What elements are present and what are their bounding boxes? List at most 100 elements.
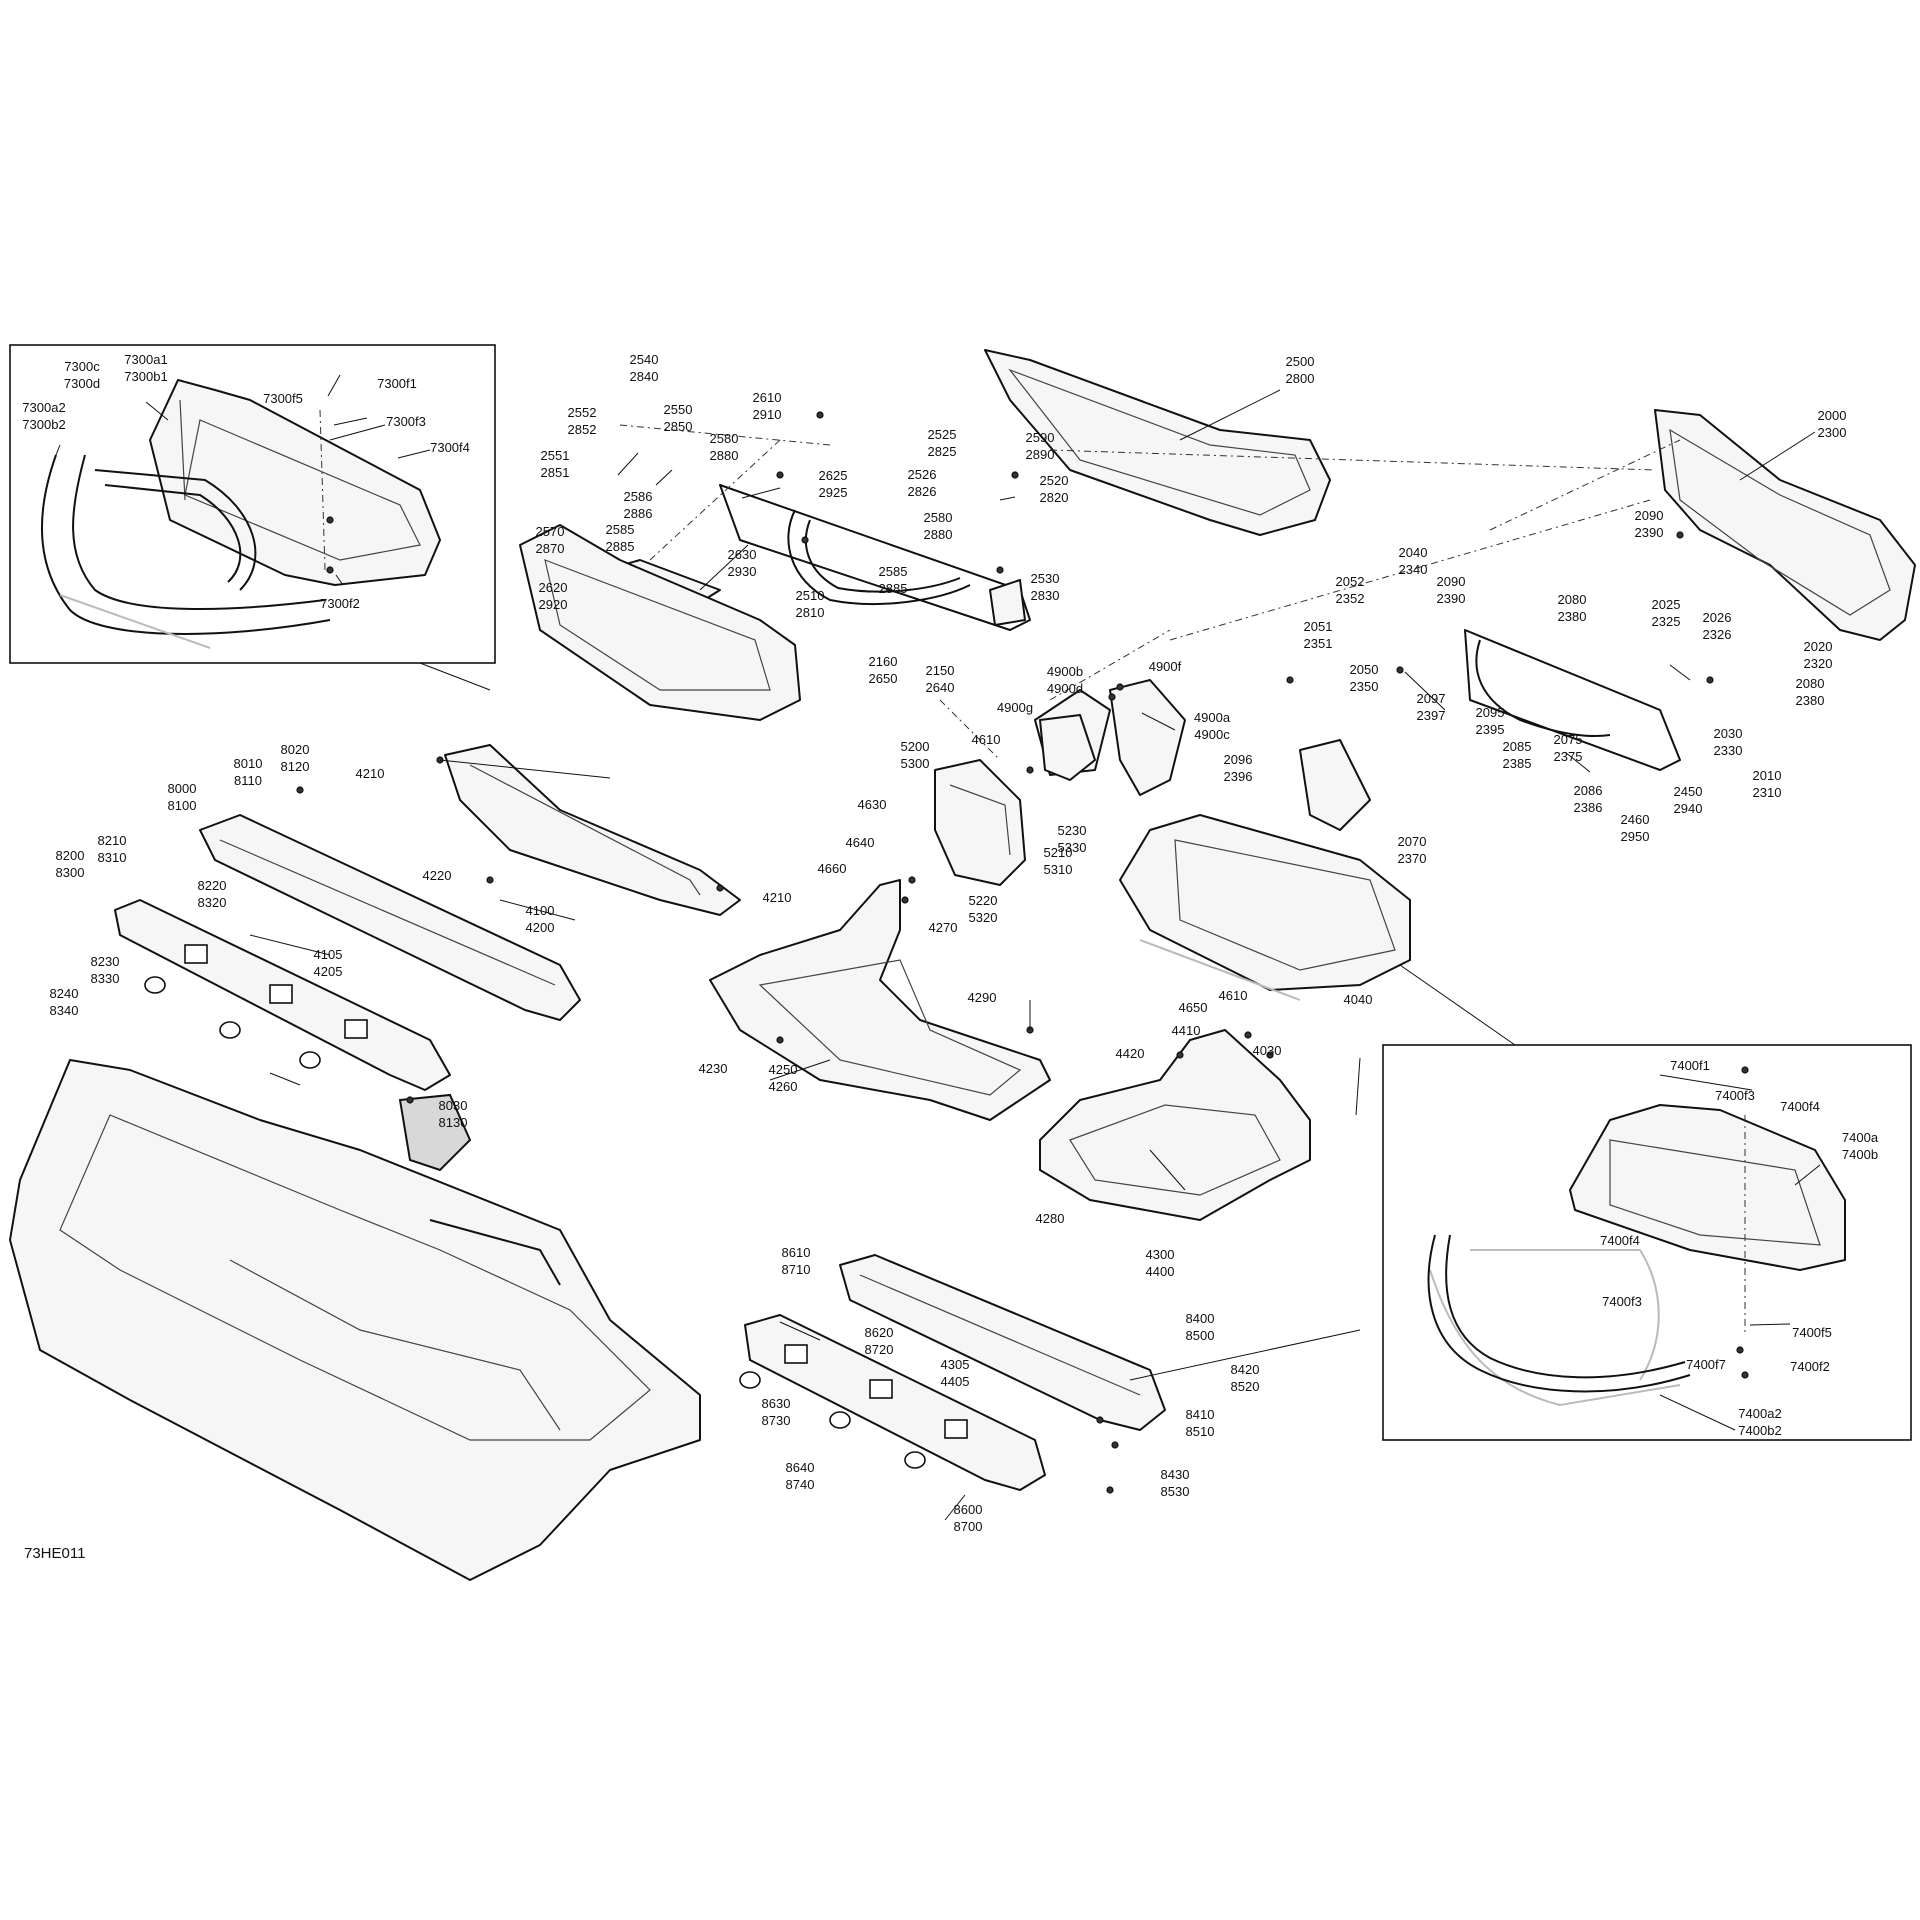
callout-line: 7300f2 <box>320 596 360 611</box>
callout-line: 2380 <box>1796 693 1825 708</box>
callout-line: 2885 <box>879 581 908 596</box>
callout-line: 2610 <box>753 390 782 405</box>
callout-7400f2: 7400f2 <box>1790 1359 1830 1374</box>
callout-2070: 2070 2370 <box>1398 834 1427 866</box>
callout-4640: 4640 <box>846 835 875 850</box>
callout-line: 2351 <box>1304 636 1333 651</box>
callout-line: 4205 <box>314 964 343 979</box>
callout-line: 2340 <box>1399 562 1428 577</box>
callout-line: 7400f3 <box>1602 1294 1642 1309</box>
callout-line: 4250 <box>769 1062 798 1077</box>
callout-line: 7400a <box>1842 1130 1879 1145</box>
callout-line: 2320 <box>1804 656 1833 671</box>
callout-line: 7400f4 <box>1600 1233 1640 1248</box>
callout-line: 4900a <box>1194 710 1231 725</box>
callout-7400f3a: 7400f3 <box>1715 1088 1755 1103</box>
callout-line: 8130 <box>439 1115 468 1130</box>
callout-line: 7400f3 <box>1715 1088 1755 1103</box>
callout-7300f1: 7300f1 <box>377 376 417 391</box>
callout-2080b: 2080 2380 <box>1796 676 1825 708</box>
callout-line: 2096 <box>1224 752 1253 767</box>
callout-leaders <box>55 374 1821 1521</box>
callout-line: 4260 <box>769 1079 798 1094</box>
callout-line: 8320 <box>198 895 227 910</box>
callout-line: 4900f <box>1149 659 1182 674</box>
callout-line: 2070 <box>1398 834 1427 849</box>
callout-line: 7300a2 <box>22 400 65 415</box>
callout-line: 2310 <box>1753 785 1782 800</box>
callout-line: 7300f4 <box>430 440 470 455</box>
callout-line: 2890 <box>1026 447 1055 462</box>
callout-7400f4a: 7400f4 <box>1780 1099 1820 1114</box>
callout-line: 2585 <box>879 564 908 579</box>
callout-line: 2586 <box>624 489 653 504</box>
callout-4210a: 4210 <box>356 766 385 781</box>
callout-line: 2396 <box>1224 769 1253 784</box>
upper-door-skin-2000 <box>1654 409 1916 641</box>
callout-4610b: 4610 <box>1219 988 1248 1003</box>
callout-line: 2370 <box>1398 851 1427 866</box>
callout-line: 8020 <box>281 742 310 757</box>
callout-line: 2580 <box>924 510 953 525</box>
callout-line: 7300f5 <box>263 391 303 406</box>
callout-4420: 4420 <box>1116 1046 1145 1061</box>
callout-line: 7400f5 <box>1792 1325 1832 1340</box>
callout-line: 2300 <box>1818 425 1847 440</box>
callout-line: 2050 <box>1350 662 1379 677</box>
callout-line: 2375 <box>1554 749 1583 764</box>
callout-7300f3: 7300f3 <box>386 414 426 429</box>
callout-line: 4900b <box>1047 664 1083 679</box>
callout-line: 7400f7 <box>1686 1357 1726 1372</box>
callout-4900b: 4900b 4900d <box>1047 664 1083 696</box>
callout-line: 4305 <box>941 1357 970 1372</box>
floor-pan-4300 <box>1039 1029 1311 1221</box>
callout-line: 7300b2 <box>22 417 65 432</box>
callout-line: 2850 <box>664 419 693 434</box>
callout-line: 7400a2 <box>1738 1406 1781 1421</box>
callout-4900f: 4900f <box>1149 659 1182 674</box>
callout-line: 2930 <box>728 564 757 579</box>
callout-line: 2075 <box>1554 732 1583 747</box>
callout-4300: 4300 4400 <box>1146 1247 1175 1279</box>
callout-line: 2885 <box>606 539 635 554</box>
callout-line: 2052 <box>1336 574 1365 589</box>
callout-line: 2550 <box>664 402 693 417</box>
callout-line: 4610 <box>972 732 1001 747</box>
callout-line: 5220 <box>969 893 998 908</box>
callout-line: 2040 <box>1399 545 1428 560</box>
rocker-support-8200 <box>114 899 451 1091</box>
callout-line: 4630 <box>858 797 887 812</box>
callout-line: 2097 <box>1417 691 1446 706</box>
callout-line: 4900d <box>1047 681 1083 696</box>
callout-line: 5230 <box>1058 823 1087 838</box>
callout-line: 2080 <box>1796 676 1825 691</box>
callout-line: 2552 <box>568 405 597 420</box>
callout-line: 4220 <box>423 868 452 883</box>
callout-line: 8210 <box>98 833 127 848</box>
callout-line: 4400 <box>1146 1264 1175 1279</box>
callout-line: 4300 <box>1146 1247 1175 1262</box>
